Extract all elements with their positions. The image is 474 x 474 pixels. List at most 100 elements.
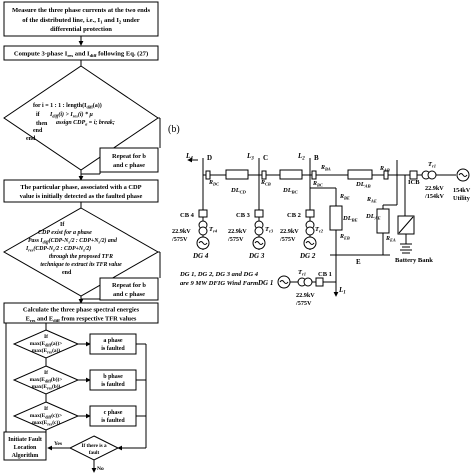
d3-line3: max(Eres(c)) xyxy=(32,419,60,426)
dg-note-line2: are 9 MW DFIG Wind Farm xyxy=(180,280,258,287)
load-L1: L1 xyxy=(338,286,346,296)
cb2-label: CB 2 xyxy=(287,212,301,219)
relay-RCB-symbol xyxy=(261,170,267,180)
trafo-r3-b xyxy=(254,226,264,236)
final-line2: fault xyxy=(89,450,100,456)
cdp-pass-res: Ires(CDP-Ns/2 : CDP+Ns/2) xyxy=(25,245,91,252)
spectral-energy-box xyxy=(3,302,159,324)
utility-sine-icon xyxy=(458,173,468,177)
cdp-through: through the proposed TFR xyxy=(49,254,113,260)
d1-line3: max(Eres(a)) xyxy=(32,347,61,354)
particular-phase-line1: The particular phase, associated with a … xyxy=(20,184,141,191)
utility-kv: 154kV xyxy=(453,187,471,194)
measure-line-2: of the distributed line, i.e., I1 and I2… xyxy=(22,17,140,25)
relay-RAB-symbol xyxy=(383,170,389,180)
relay-RBC: RBC xyxy=(312,181,323,187)
d2-line3: max(Eres(b)) xyxy=(32,383,61,390)
line-DLAB xyxy=(347,169,373,180)
cb4-breaker xyxy=(198,209,208,218)
relay-RDC-symbol xyxy=(205,170,211,180)
trafo-r3-label: Tr3 xyxy=(265,226,274,233)
network-diagram: (b) L4 D RDC DLCD L3 C RCB DLBC L2 B RBA… xyxy=(168,124,471,307)
o2-line2: is faulted xyxy=(101,382,125,388)
loop-end-1: end xyxy=(33,128,43,134)
line-DLBC xyxy=(279,169,303,180)
spectral-line2: Eres and Ediff from respective TFR value… xyxy=(26,316,137,323)
d3-line2: max(Ediff(c))> xyxy=(30,412,62,419)
load-L3: L3 xyxy=(246,152,254,162)
dg2-voltage-2: /575V xyxy=(279,236,296,243)
final-line1: If there is a xyxy=(81,443,107,449)
dg1-label: DG 1 xyxy=(257,279,273,287)
dg2-label: DG 2 xyxy=(299,252,316,260)
d1-if: If xyxy=(44,334,48,340)
line-DLAE-label: DLAE xyxy=(365,213,381,220)
repeat-bc-1-line1: Repeat for b xyxy=(112,153,146,160)
loop-for: for i = 1 : 1 : length(Idiff(a)) xyxy=(33,102,102,109)
compute-text: Compute 3-phase Ires and Idiff following… xyxy=(14,51,148,59)
dg3-label: DG 3 xyxy=(248,252,265,260)
no-label: No xyxy=(97,466,104,472)
relay-RBE: RBE xyxy=(339,194,350,200)
icb-label: ICB xyxy=(408,179,420,186)
initiate-line2: Location xyxy=(14,445,37,451)
dg4-voltage-1: 22.9kV xyxy=(172,228,191,235)
trafo-r2-b xyxy=(305,226,315,236)
relay-RDC: RDC xyxy=(208,180,219,186)
trafo-r1-label: Tr1 xyxy=(298,269,306,276)
bus-D: D xyxy=(207,154,212,162)
dg4-sine-icon xyxy=(198,241,208,245)
measure-box xyxy=(3,1,159,37)
line-DLCD xyxy=(225,169,249,180)
trafo-r1-b xyxy=(303,277,313,287)
utility-trafo-b xyxy=(427,170,437,180)
cb1-label: CB 1 xyxy=(318,271,332,278)
initiate-line3: Algorithm xyxy=(12,453,39,459)
repeat-bc-box-1 xyxy=(99,147,159,173)
loop-assign: assign CDPa = i; break; xyxy=(56,120,115,126)
d2-line2: max(Ediff(b))> xyxy=(30,376,63,383)
relay-RBA: RBA xyxy=(320,165,331,171)
repeat-bc-2-line2: and c phase xyxy=(113,291,145,298)
cdp-extract: technique to extract its TFR value xyxy=(40,262,122,268)
battery-label: Battery Bank xyxy=(395,257,433,264)
utility-voltage-2: /154kV xyxy=(424,193,444,200)
trafo-r4-label: Tr4 xyxy=(209,226,218,233)
line-DLAE xyxy=(376,208,390,234)
measure-line-3: differential protection xyxy=(50,26,112,33)
dg1-voltage-1: 22.9kV xyxy=(296,292,315,299)
line-DLCD-label: DLCD xyxy=(230,187,247,194)
dg2-sine-icon xyxy=(305,241,315,245)
o1-line2: is faulted xyxy=(101,346,125,352)
dg3-voltage-2: /575V xyxy=(227,236,244,243)
bus-B: B xyxy=(314,154,319,162)
trafo-utility-label: Tr1 xyxy=(428,161,436,168)
repeat-bc-2-line1: Repeat for b xyxy=(112,282,146,289)
dg4-label: DG 4 xyxy=(192,252,209,260)
relay-RCB: RCB xyxy=(260,180,271,186)
o2-line1: b phase xyxy=(103,374,123,380)
line-DLBE-label: DLBE xyxy=(342,215,358,222)
initiate-fault-location-box xyxy=(3,431,47,461)
cb4-label: CB 4 xyxy=(180,212,195,219)
cb3-label: CB 3 xyxy=(236,212,251,219)
utility-voltage-1: 22.9kV xyxy=(425,185,444,192)
trafo-r2-label: Tr2 xyxy=(315,226,324,233)
trafo-r4-b xyxy=(198,226,208,236)
particular-phase-line2: value is initially detected as the fault… xyxy=(20,193,143,200)
relay-RAE: RAE xyxy=(366,197,377,203)
bus-C: C xyxy=(263,154,268,162)
dg2-voltage-1: 22.9kV xyxy=(280,228,299,235)
dg-note-line1: DG 1, DG 2, DG 3 and DG 4 xyxy=(179,271,259,278)
loop-then: then xyxy=(36,121,48,127)
o3-line1: c phase xyxy=(104,410,123,416)
line-DLBC-label: DLBC xyxy=(282,187,299,194)
relay-REA: REA xyxy=(385,236,396,242)
icb-breaker xyxy=(409,170,418,180)
cb2-breaker xyxy=(305,209,315,218)
spectral-line1: Calculate the three phase spectral energ… xyxy=(23,307,140,314)
d3-if: If xyxy=(44,406,48,412)
utility-label: Utility xyxy=(453,195,471,202)
o3-line2: is faulted xyxy=(101,418,125,424)
